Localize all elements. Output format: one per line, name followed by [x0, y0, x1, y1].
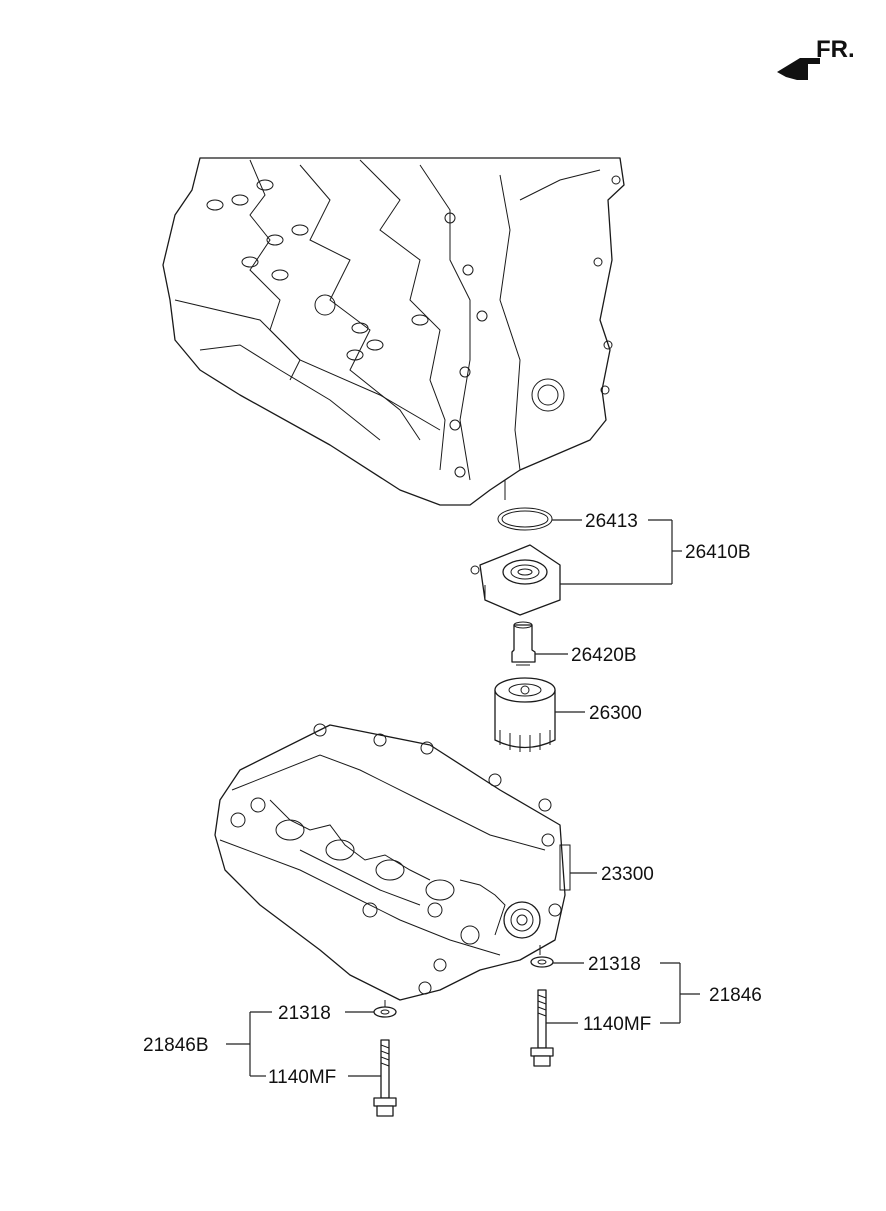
callout-26300: 26300	[589, 703, 642, 724]
bolt-right-part	[530, 989, 554, 1067]
front-label: FR.	[816, 36, 855, 63]
callout-21846b: 21846B	[143, 1035, 209, 1056]
callout-1140mf-right: 1140MF	[583, 1014, 651, 1035]
callout-21318-right: 21318	[588, 954, 641, 975]
oil-filter-part	[494, 677, 556, 752]
front-direction-arrow-icon	[777, 58, 820, 80]
callout-23300: 23300	[601, 864, 654, 885]
leader-lines	[226, 519, 700, 1077]
engine-block	[162, 157, 625, 506]
callout-26420b: 26420B	[571, 645, 637, 666]
callout-26413: 26413	[585, 511, 638, 532]
bolt-left-part	[373, 1039, 397, 1117]
o-ring-part	[497, 507, 553, 531]
callout-21318-left: 21318	[278, 1003, 331, 1024]
balance-shaft-module-part	[214, 723, 571, 1012]
callout-1140mf-left: 1140MF	[268, 1067, 336, 1088]
oil-cooler-part	[470, 544, 561, 616]
front-direction-indicator: FR.	[777, 36, 855, 80]
washer-right-part	[530, 956, 554, 968]
callout-21846: 21846	[709, 985, 762, 1006]
callout-labels: 26413 26410B 26420B 26300 23300 21318 21…	[143, 511, 762, 1088]
connector-part	[511, 621, 536, 666]
washer-left-part	[373, 1006, 397, 1018]
callout-26410b: 26410B	[685, 542, 751, 563]
